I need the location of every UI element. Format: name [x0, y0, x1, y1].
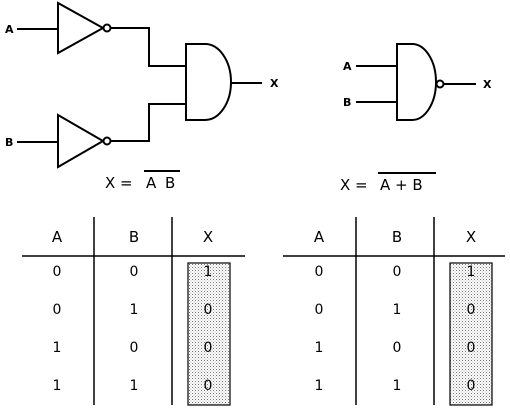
- left-equation-a: A: [146, 174, 157, 192]
- left-equation-b: B: [165, 174, 175, 192]
- nand-gate-bubble: [435, 79, 445, 89]
- not-gate-b: [57, 113, 105, 169]
- left-input-a-label: A: [5, 23, 14, 36]
- right-input-a-label: A: [343, 60, 352, 73]
- table-header-x: X: [203, 228, 213, 246]
- table-header-b: B: [129, 228, 139, 246]
- table-cell: 0: [204, 302, 213, 318]
- table-cell: 0: [53, 264, 62, 280]
- left-output-label: X: [270, 77, 279, 90]
- left-wire-notb-to-and: [111, 103, 198, 142]
- table-cell: 1: [393, 302, 402, 318]
- table-cell: 0: [467, 302, 476, 318]
- right-output-label: X: [483, 78, 492, 91]
- table-cell: 0: [53, 302, 62, 318]
- table-cell: 1: [53, 340, 62, 356]
- truth-table-1: A B X 0 0 1 0 1 0 1 0 0 1 1 0: [22, 217, 245, 406]
- table-cell: 0: [393, 264, 402, 280]
- table-cell: 1: [130, 302, 139, 318]
- table-cell: 0: [130, 340, 139, 356]
- table-header-a: A: [52, 228, 63, 246]
- table-cell: 0: [467, 378, 476, 394]
- left-circuit: A B X X = A B: [5, 1, 279, 192]
- output-column-highlight: [187, 262, 231, 406]
- and-gate: [185, 43, 232, 121]
- not-gate-a-bubble: [102, 23, 112, 33]
- table-cell: 0: [315, 302, 324, 318]
- table-cell: 0: [315, 264, 324, 280]
- table-cell: 0: [467, 340, 476, 356]
- left-input-b-label: B: [5, 136, 13, 149]
- table-header-a: A: [314, 228, 325, 246]
- not-gate-b-bubble: [102, 136, 112, 146]
- table-cell: 1: [315, 340, 324, 356]
- table-cell: 0: [130, 264, 139, 280]
- table-cell: 1: [130, 378, 139, 394]
- truth-table-2: A B X 0 0 1 0 1 0 1 0 0 1 1 0: [283, 217, 505, 406]
- not-gate-a: [57, 1, 106, 55]
- right-equation-expr: A + B: [380, 176, 423, 194]
- table-cell: 0: [204, 378, 213, 394]
- right-circuit: A B X X = A + B: [340, 43, 492, 194]
- output-column-highlight: [449, 262, 493, 406]
- nand-gate: [396, 43, 437, 121]
- right-input-b-label: B: [343, 96, 351, 109]
- table-cell: 1: [315, 378, 324, 394]
- table-cell: 0: [393, 340, 402, 356]
- table-cell: 0: [204, 340, 213, 356]
- table-cell: 1: [393, 378, 402, 394]
- table-cell: 1: [53, 378, 62, 394]
- table-cell: 1: [204, 264, 213, 280]
- table-header-x: X: [466, 228, 476, 246]
- truth-tables: A B X 0 0 1 0 1 0 1 0 0 1 1 0 A B X 0 0 1 0 1 0 1 0 0 1 1 0: [22, 217, 505, 406]
- table-cell: 1: [467, 264, 476, 280]
- left-wire-nota-to-and: [111, 27, 198, 67]
- table-header-b: B: [392, 228, 402, 246]
- left-equation-lhs: X =: [105, 174, 133, 192]
- right-equation-lhs: X =: [340, 176, 368, 194]
